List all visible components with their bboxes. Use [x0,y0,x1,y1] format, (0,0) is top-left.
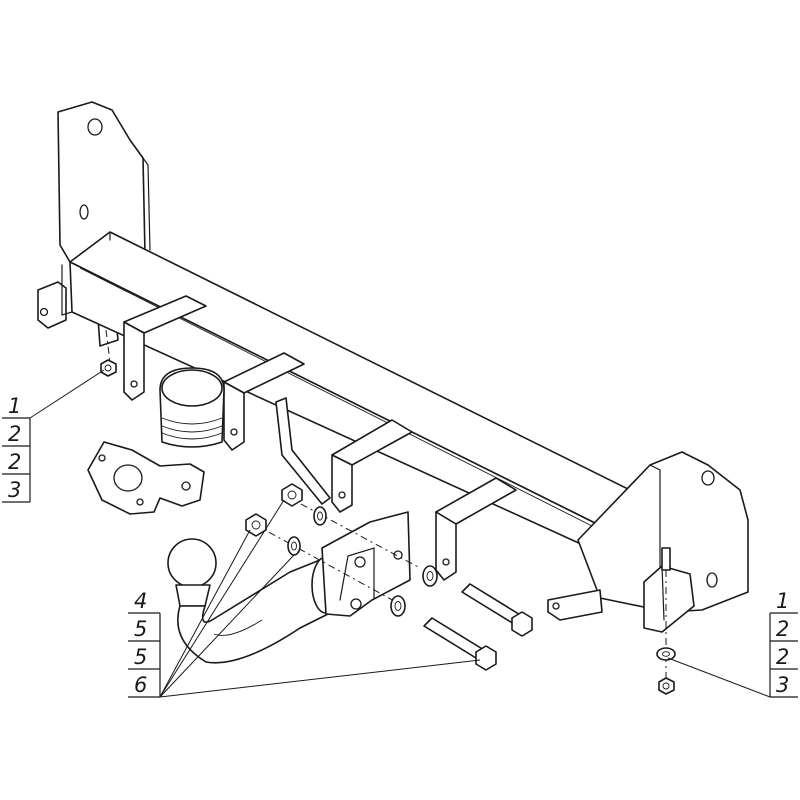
hex-nut-middle-upper [281,483,303,507]
callout-label: 2 [8,450,21,474]
callout-label: 2 [8,422,21,446]
assembly-axes [105,329,667,690]
callout-label: 5 [134,617,147,641]
callout-label: 6 [134,673,147,697]
bolt-upper [461,583,533,637]
callout-label: 2 [776,617,789,641]
tow-ball-hook [167,511,411,664]
washer-middle-upper [313,506,327,526]
callout-label: 1 [8,394,21,418]
callout-column-right: 1 2 2 3 [769,589,798,698]
washer-right-bracket [656,647,676,661]
beam-support-tab-1 [123,295,207,401]
callout-label: 3 [776,673,789,697]
hex-nut-left [100,359,117,377]
callout-label: 5 [134,645,147,669]
washer-middle-lower [287,536,301,556]
callout-label: 4 [134,589,147,613]
callout-label: 1 [776,589,789,613]
beam-support-tab-2 [223,352,305,451]
hex-nut-middle-lower [245,513,267,537]
right-mounting-bracket [547,451,749,633]
leader-lines [29,369,771,698]
beam-support-tab-3 [331,419,413,513]
callout-column-left-top: 1 2 2 3 [2,394,31,503]
socket-mounting-plate [87,441,205,515]
bolt-lower [423,617,497,671]
callout-column-left-bottom: 4 5 5 6 [128,589,161,698]
left-mounting-bracket [37,101,151,347]
beam-hook-rod [275,397,331,505]
ball-cover-cap [159,367,225,448]
callout-label: 2 [776,645,789,669]
washer-right-lower [390,595,406,617]
washer-right-upper [422,565,438,587]
beam-support-tab-4 [435,477,517,581]
hex-nut-right-bracket [658,677,675,695]
callout-label: 3 [8,478,21,502]
